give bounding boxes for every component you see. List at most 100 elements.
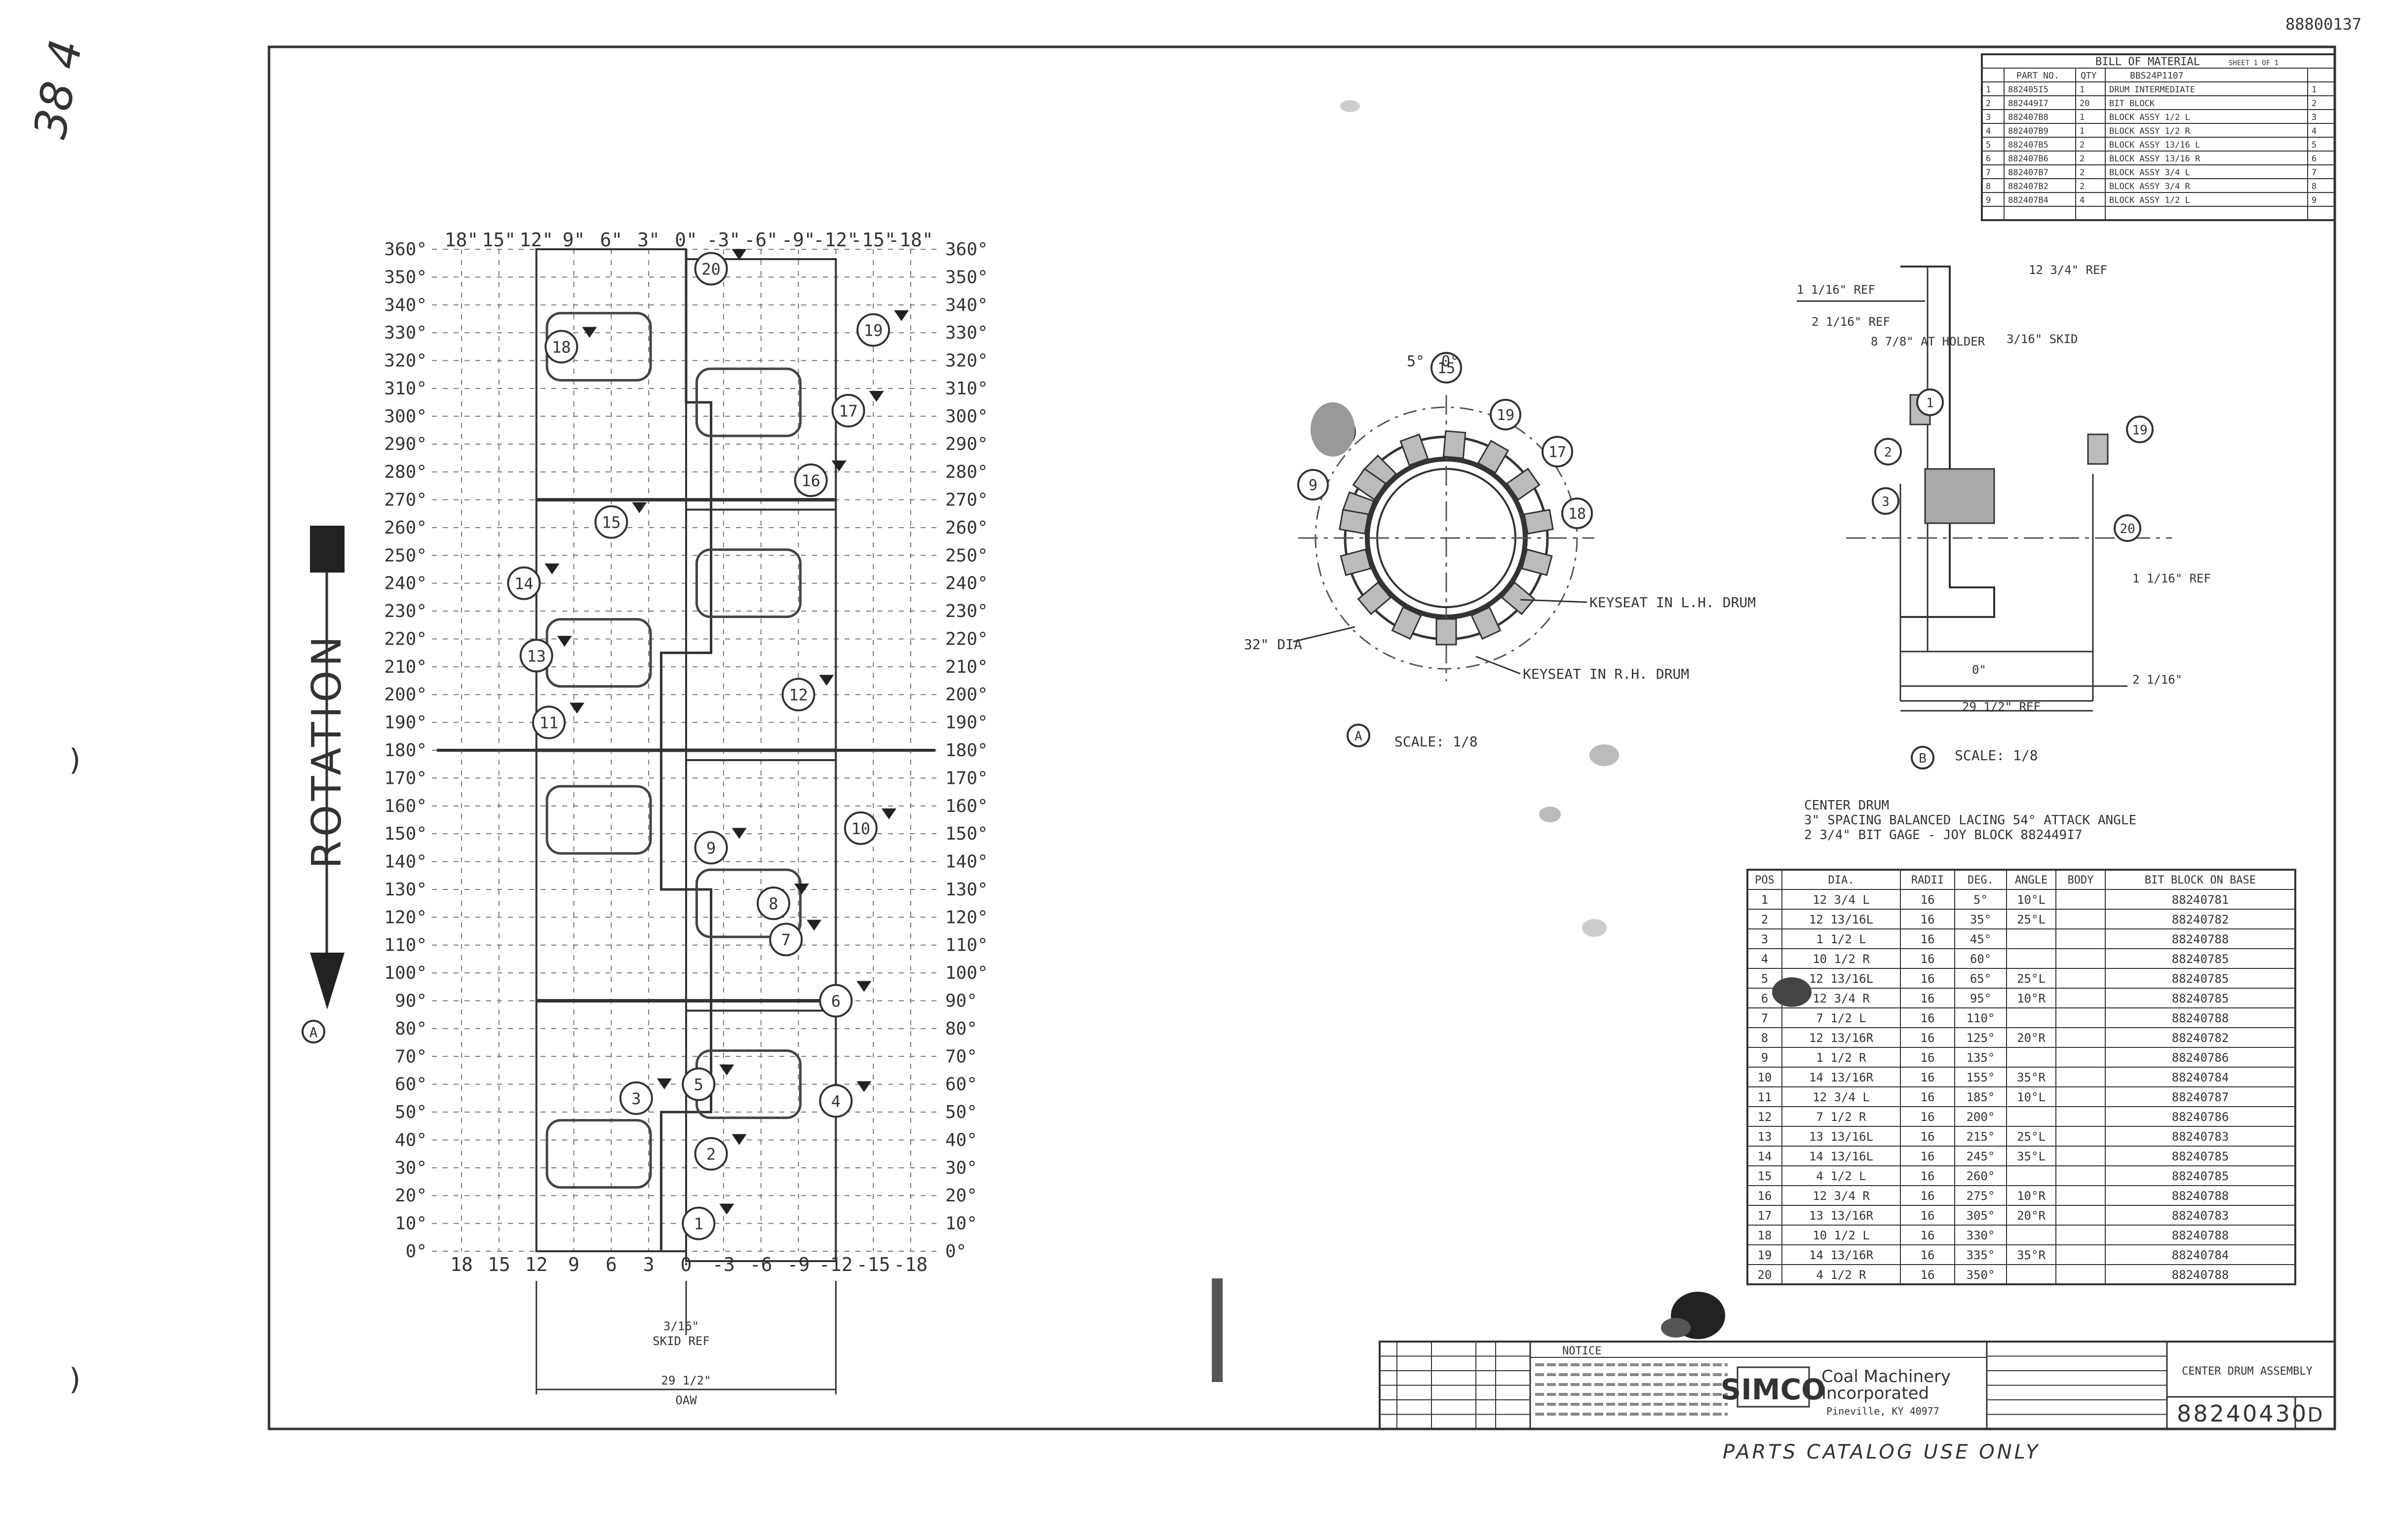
bom-cell: 882407B2 — [2008, 182, 2048, 192]
degree-label-left: 50° — [395, 1102, 427, 1122]
bit-position-bubble — [756, 886, 790, 921]
bit-position-bubble — [831, 394, 865, 428]
lacing-cell: 16 — [1921, 952, 1935, 966]
x-label-bottom: 9 — [568, 1254, 579, 1275]
bit-position-number: 11 — [540, 714, 559, 732]
bom-cell: 2 — [2080, 182, 2085, 192]
bom-cell: 5 — [1986, 140, 1991, 150]
bit-marker — [794, 884, 809, 895]
bit-position-number: 20 — [701, 260, 721, 278]
degree-label-left: 40° — [395, 1130, 427, 1150]
lacing-header: RADII — [1911, 874, 1944, 886]
lacing-header: BIT BLOCK ON BASE — [2145, 874, 2256, 886]
diameter-label: 32" DIA — [1244, 636, 1302, 653]
margin-mark-2: ) — [69, 1362, 80, 1397]
degree-label-left: 280° — [384, 462, 427, 482]
lacing-cell: 260° — [1967, 1169, 1995, 1183]
degree-label-right: 100° — [945, 963, 988, 983]
section-a-scale: SCALE: 1/8 — [1394, 733, 1478, 750]
lacing-cell: 20°R — [2017, 1031, 2046, 1045]
degree-label-left: 120° — [384, 907, 427, 927]
bom-col-desc: BBS24P1107 — [2130, 71, 2183, 81]
lacing-cell: 12 3/4 L — [1813, 893, 1870, 907]
degree-label-left: 250° — [384, 545, 427, 566]
degree-label-left: 260° — [384, 518, 427, 538]
bit-position-number: 12 — [789, 686, 808, 704]
section-b-bubble-number: 19 — [2132, 423, 2147, 438]
lacing-cell: 20 — [1758, 1268, 1772, 1282]
bom-cell: 8 — [1986, 182, 1991, 192]
degree-label-left: 0° — [406, 1241, 427, 1262]
x-label-bottom: -15 — [856, 1254, 890, 1275]
lacing-cell: 10 1/2 L — [1813, 1229, 1870, 1242]
lacing-cell: 9 — [1761, 1051, 1768, 1065]
degree-label-left: 200° — [384, 685, 427, 705]
lacing-cell: 5° — [1973, 893, 1988, 907]
lacing-cell: 16 — [1921, 1051, 1935, 1065]
lacing-cell: 16 — [1921, 972, 1935, 986]
lacing-cell: 16 — [1758, 1189, 1772, 1203]
rotation-bubble: A — [309, 1024, 318, 1040]
drum-segment-right — [685, 1009, 837, 1262]
lacing-cell: 16 — [1921, 1130, 1935, 1144]
lacing-cell: 88240785 — [2172, 992, 2229, 1005]
section-a-bit-block — [1435, 618, 1457, 646]
degree-label-right: 210° — [945, 657, 988, 677]
lacing-cell: 88240781 — [2172, 893, 2229, 907]
bit-position-number: 17 — [839, 402, 858, 421]
bom-cell: 20 — [2080, 99, 2089, 109]
lacing-cell: 88240785 — [2172, 952, 2229, 966]
section-b-bubble — [1874, 438, 1902, 465]
bit-position-bubble — [856, 313, 890, 347]
degree-label-right: 180° — [945, 740, 988, 761]
lacing-cell: 88240782 — [2172, 1031, 2229, 1045]
degree-label-left: 190° — [384, 713, 427, 733]
section-a-bubble — [1561, 498, 1593, 529]
lacing-cell: 88240786 — [2172, 1051, 2229, 1065]
lacing-cell: 88240788 — [2172, 1189, 2229, 1203]
x-label-top: 15" — [482, 229, 516, 251]
lacing-cell: 4 — [1761, 952, 1768, 966]
section-a-bubble-number: 15 — [1437, 360, 1455, 377]
section-a-bubble — [1542, 436, 1573, 467]
bit-position-bubble — [594, 505, 628, 539]
drum-segment-left — [535, 1000, 687, 1252]
bit-position-number: 13 — [527, 647, 546, 665]
bit-position-bubble — [544, 330, 579, 364]
lacing-cell: 16 — [1921, 1189, 1935, 1203]
section-a-bubble — [1430, 352, 1462, 384]
degree-label-right: 290° — [945, 434, 988, 455]
degree-label-left: 70° — [395, 1046, 427, 1067]
degree-label-left: 130° — [384, 880, 427, 900]
degree-label-right: 120° — [945, 907, 988, 927]
degree-label-right: 340° — [945, 295, 988, 315]
x-label-top: 3" — [637, 229, 660, 251]
drawing-title: CENTER DRUM ASSEMBLY — [2182, 1365, 2313, 1378]
section-a-bit-block — [1523, 509, 1554, 535]
section-b-bubble-number: 3 — [1882, 495, 1890, 509]
bom-cell: BLOCK ASSY 3/4 R — [2109, 182, 2191, 192]
section-b-dim: 3/16" SKID — [2007, 332, 2078, 346]
section-b-bubble-number: 20 — [2120, 522, 2135, 537]
x-label-bottom: 3 — [643, 1254, 655, 1275]
note-line-2: 3" SPACING BALANCED LACING 54° ATTACK AN… — [1804, 813, 2136, 828]
degree-label-left: 230° — [384, 601, 427, 621]
section-b-bit-block — [2087, 433, 2109, 465]
dim-skid-label: 3/16" — [663, 1319, 699, 1333]
lacing-cell: 88240783 — [2172, 1130, 2229, 1144]
lacing-cell: 16 — [1921, 992, 1935, 1005]
lacing-cell: 88240783 — [2172, 1209, 2229, 1223]
bom-cell: BLOCK ASSY 1/2 L — [2109, 113, 2190, 122]
lacing-cell: 25°L — [2017, 913, 2046, 926]
bit-position-bubble — [619, 1081, 653, 1115]
section-b-bubble-number: 2 — [1884, 445, 1892, 460]
drum-segment-left — [535, 248, 687, 501]
bom-cell: 2 — [2312, 99, 2317, 109]
notice-label: NOTICE — [1562, 1345, 1601, 1357]
section-b-dim: 1 1/16" REF — [1797, 283, 1875, 297]
degree-label-left: 270° — [384, 490, 427, 510]
bit-position-number: 19 — [864, 321, 883, 340]
degree-label-left: 20° — [395, 1186, 427, 1206]
lacing-cell: 15 — [1758, 1169, 1772, 1183]
lacing-header: POS — [1755, 874, 1775, 886]
